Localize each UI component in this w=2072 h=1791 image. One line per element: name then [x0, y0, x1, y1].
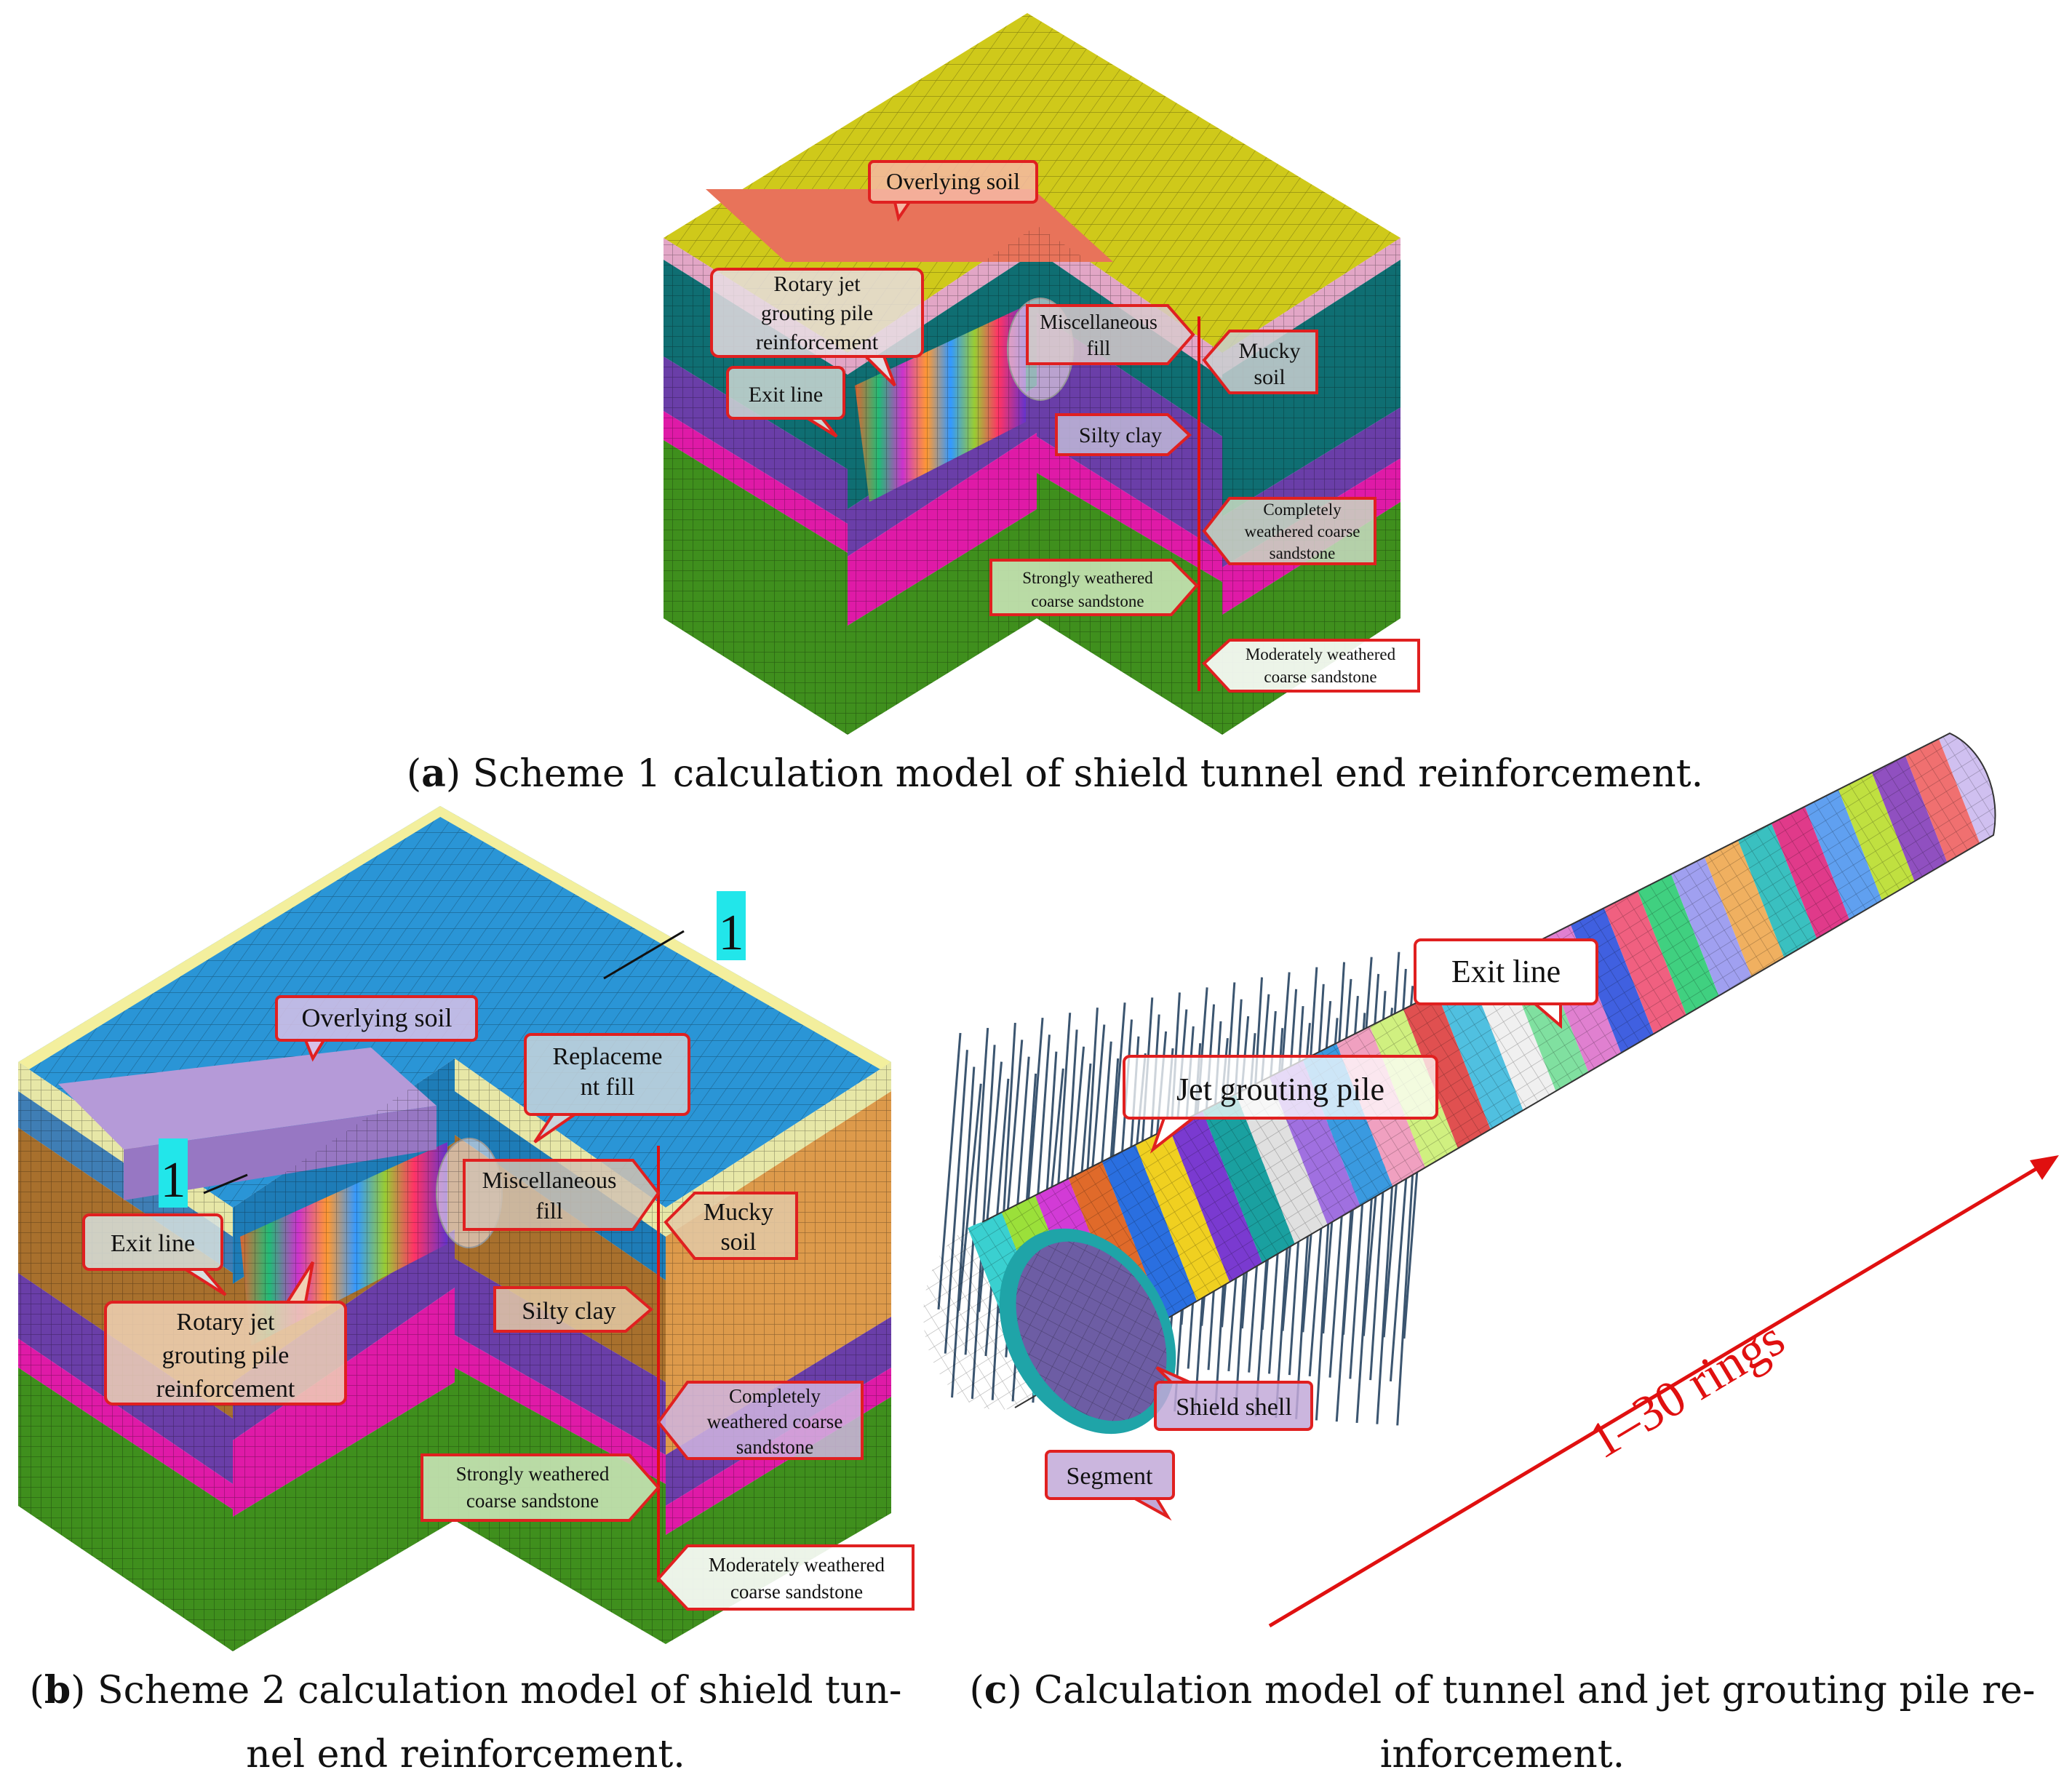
svg-text:Segment: Segment [1067, 1463, 1154, 1490]
panel-b-callout-completely-weathered: Completely weathered coarse sandstone [656, 1381, 864, 1460]
svg-text:weathered coarse: weathered coarse [1245, 522, 1360, 541]
svg-text:Rotary jet: Rotary jet [176, 1309, 275, 1336]
svg-text:Jet grouting pile: Jet grouting pile [1176, 1072, 1384, 1107]
caption-c: (c) Calculation model of tunnel and jet … [969, 1668, 2036, 1776]
panel-a-callout-silty-clay: Silty clay [1055, 413, 1192, 456]
panel-b-callout-exit-line: Exit line [82, 1213, 227, 1296]
panel-b-callout-overlying-soil: Overlying soil [275, 995, 478, 1062]
caption-a: (a) Scheme 1 calculation model of shield… [406, 751, 1704, 796]
panel-c-callout-jet-grouting-pile: Jet grouting pile [1123, 1055, 1438, 1154]
panel-a-model: Overlying soil Rotary jet grouting pile … [664, 13, 1420, 735]
svg-text:coarse sandstone: coarse sandstone [1031, 592, 1144, 610]
panel-a-callout-completely-weathered: Completely weathered coarse sandstone [1202, 497, 1376, 565]
panel-a-callout-strongly-weathered: Strongly weathered coarse sandstone [989, 559, 1199, 616]
panel-b-callout-mucky-soil: Mucky soil [664, 1192, 798, 1260]
svg-text:Shield shell: Shield shell [1176, 1394, 1292, 1421]
panel-b-callout-silty-clay: Silty clay [493, 1286, 654, 1333]
svg-text:Moderately weathered: Moderately weathered [709, 1554, 885, 1576]
svg-text:reinforcement: reinforcement [756, 330, 879, 354]
panel-b-callout-misc-fill: Miscellaneous fill [463, 1159, 661, 1231]
svg-text:sandstone: sandstone [1270, 544, 1336, 562]
panel-a-callout-overlying-soil: Overlying soil [868, 160, 1038, 222]
svg-text:Silty clay: Silty clay [1079, 423, 1162, 447]
panel-c-callout-segment: Segment [1045, 1450, 1175, 1521]
svg-text:Silty clay: Silty clay [522, 1298, 615, 1325]
svg-text:Strongly weathered: Strongly weathered [456, 1463, 610, 1485]
svg-text:Exit line: Exit line [749, 383, 823, 407]
svg-text:Mucky: Mucky [704, 1199, 773, 1226]
panel-a-callout-moderately-weathered: Moderately weathered coarse sandstone [1202, 639, 1420, 693]
label: Overlying soil [886, 168, 1020, 194]
svg-text:fill: fill [1087, 338, 1111, 360]
svg-text:Mucky: Mucky [1239, 339, 1301, 363]
svg-text:reinforcement: reinforcement [156, 1376, 295, 1403]
svg-text:weathered coarse: weathered coarse [707, 1411, 843, 1432]
svg-text:soil: soil [720, 1229, 756, 1256]
svg-text:coarse sandstone: coarse sandstone [730, 1581, 863, 1603]
svg-text:Replaceme: Replaceme [552, 1043, 662, 1070]
panel-c-callout-shield-shell: Shield shell [1154, 1366, 1313, 1431]
panel-c-callout-exit-line: Exit line [1414, 938, 1598, 1029]
panel-b-section-mark-top: 1 [603, 891, 746, 980]
panel-a-callout-rotary-jet: Rotary jet grouting pile reinforcement [710, 268, 924, 387]
svg-text:Overlying soil: Overlying soil [302, 1003, 453, 1032]
panel-b-model: 1 1 Overlying soil Replaceme nt fill Mis… [18, 806, 915, 1651]
svg-text:Completely: Completely [1263, 500, 1342, 519]
svg-text:1: 1 [719, 905, 744, 961]
svg-text:Exit line: Exit line [1451, 954, 1561, 989]
caption-b: (b) Scheme 2 calculation model of shield… [29, 1668, 902, 1776]
svg-text:Completely: Completely [729, 1385, 821, 1407]
panel-a-callout-mucky-soil: Mucky soil [1202, 330, 1318, 394]
svg-text:nt fill: nt fill [581, 1074, 635, 1101]
panel-a-callout-exit-line: Exit line [726, 366, 845, 438]
panel-c-rings-arrow: 1–30 rings [1268, 1155, 2059, 1628]
panel-b-section-mark-left: 1 [159, 1138, 248, 1208]
svg-text:Miscellaneous: Miscellaneous [482, 1167, 617, 1193]
panel-b-callout-rotary-jet: Rotary jet grouting pile reinforcement [104, 1261, 347, 1405]
svg-text:Strongly weathered: Strongly weathered [1022, 569, 1153, 587]
panel-b-callout-moderately-weathered: Moderately weathered coarse sandstone [656, 1544, 915, 1611]
panel-b-callout-strongly-weathered: Strongly weathered coarse sandstone [421, 1453, 661, 1522]
svg-text:grouting pile: grouting pile [162, 1342, 290, 1369]
panel-c-tunnel-end-face [999, 1228, 1176, 1435]
panel-c-model: 1–30 rings Exit line Jet grouting pile S… [923, 732, 2059, 1628]
svg-text:fill: fill [535, 1197, 562, 1224]
svg-text:Miscellaneous: Miscellaneous [1040, 311, 1157, 334]
svg-text:grouting pile: grouting pile [761, 301, 873, 325]
panel-b-overlying-soil-block [58, 1048, 437, 1149]
svg-text:sandstone: sandstone [736, 1436, 814, 1458]
rings-label: 1–30 rings [1579, 1310, 1794, 1469]
panel-b-callout-replacement-fill: Replaceme nt fill [524, 1033, 690, 1144]
svg-text:coarse sandstone: coarse sandstone [1264, 668, 1376, 686]
svg-text:Exit line: Exit line [111, 1230, 195, 1257]
svg-text:1: 1 [161, 1152, 186, 1208]
svg-text:Moderately weathered: Moderately weathered [1246, 645, 1396, 663]
panel-a-callout-misc-fill: Miscellaneous fill [1026, 304, 1195, 365]
svg-text:soil: soil [1254, 365, 1285, 389]
svg-text:coarse sandstone: coarse sandstone [466, 1490, 599, 1512]
svg-text:Rotary jet: Rotary jet [773, 272, 861, 296]
panel-a-cut-face [706, 189, 1222, 735]
